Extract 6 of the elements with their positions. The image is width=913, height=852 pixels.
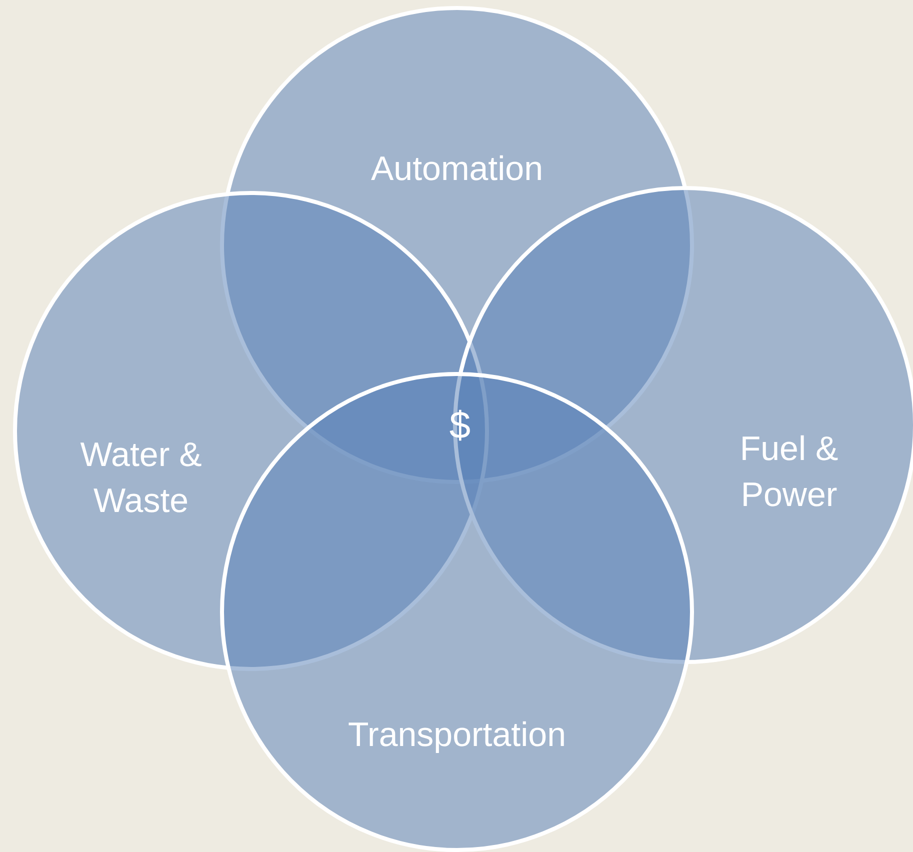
category-label: Fuel & Power [738,429,840,516]
category-label: Automation [370,149,544,190]
dollar-sign-label: $ [448,404,472,449]
category-label: Transportation [347,715,567,756]
venn-circle [219,371,695,852]
category-label: Water & Waste [79,435,203,522]
